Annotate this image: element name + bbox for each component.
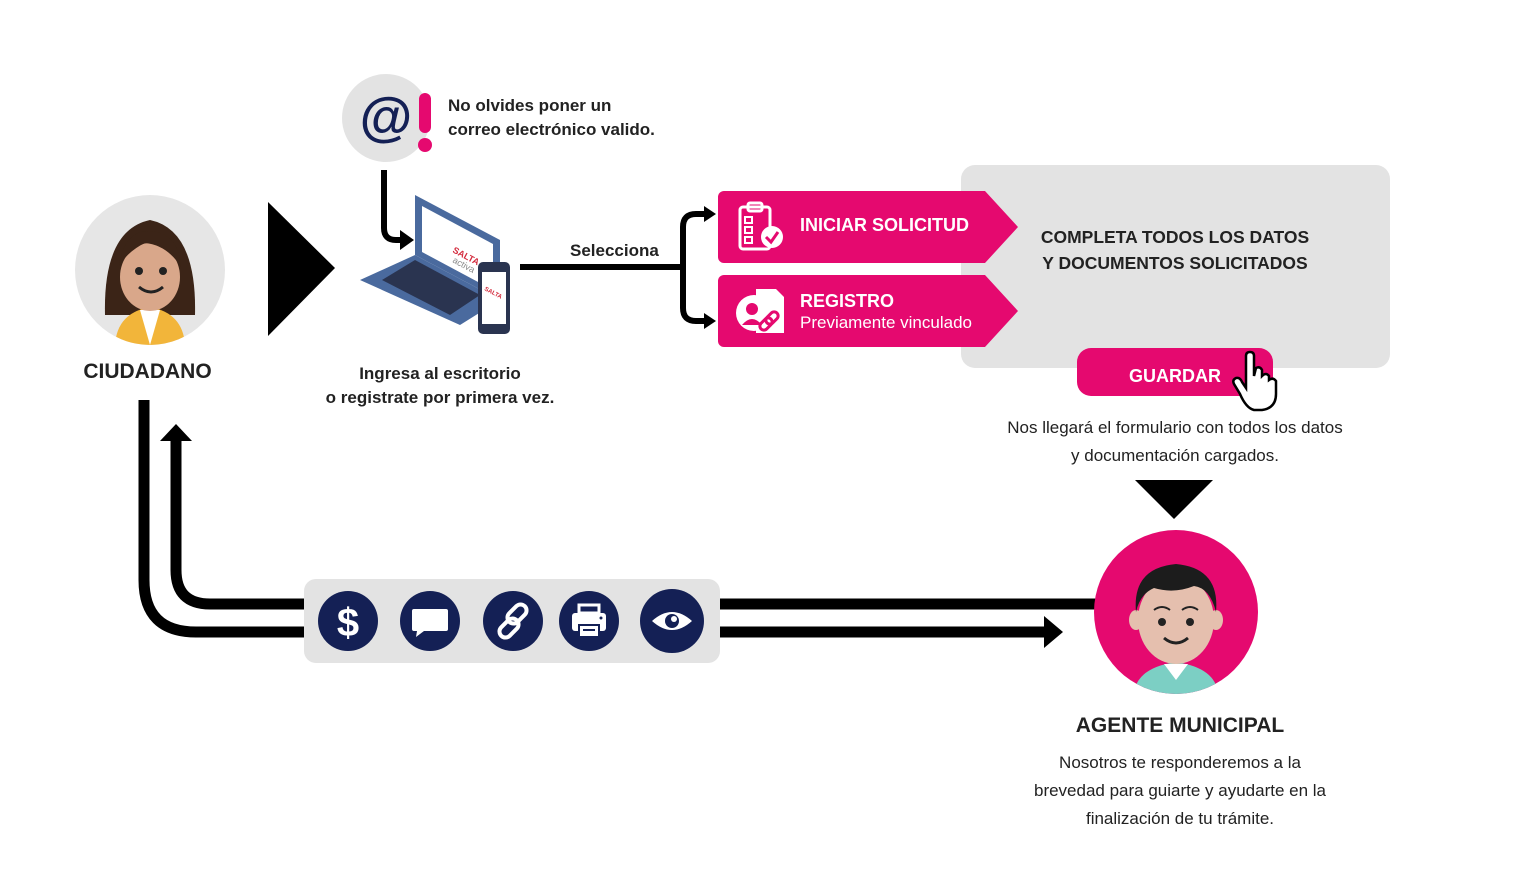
complete-panel	[961, 165, 1390, 368]
complete-line1: COMPLETA TODOS LOS DATOS	[1040, 227, 1310, 247]
eye-icon[interactable]	[640, 589, 704, 653]
iniciar-solicitud-button[interactable]: INICIAR SOLICITUD	[718, 191, 1018, 263]
agent-arrowhead	[1044, 616, 1063, 648]
printer-icon[interactable]	[559, 591, 619, 651]
select-label: Selecciona	[570, 241, 659, 260]
bracket-arrowhead-bottom	[704, 313, 716, 329]
option-title: INICIAR SOLICITUD	[800, 215, 969, 235]
email-warning: @	[342, 73, 438, 163]
option-title: REGISTRO	[800, 291, 895, 311]
dollar-icon[interactable]: $	[318, 591, 378, 651]
registro-button[interactable]: REGISTRO Previamente vinculado	[718, 275, 1018, 347]
email-down-arrow	[381, 170, 402, 243]
woman-avatar-icon	[75, 195, 225, 345]
chat-bubble-icon[interactable]	[400, 591, 460, 651]
svg-text:@: @	[360, 87, 413, 147]
form-received-text: Nos llegará el formulario con todos los …	[970, 414, 1380, 470]
bracket-arrowhead-top	[704, 206, 716, 222]
complete-instructions: COMPLETA TODOS LOS DATOS Y DOCUMENTOS SO…	[1005, 224, 1345, 276]
email-arrowhead	[400, 230, 414, 250]
link-icon[interactable]	[483, 591, 543, 651]
form-received-line2: y documentación cargados.	[1071, 446, 1279, 465]
portal-line1: Ingresa al escritorio	[359, 364, 521, 383]
citizen-label: CIUDADANO	[83, 360, 212, 383]
hand-pointer-icon	[1232, 350, 1284, 414]
down-arrow-form	[1135, 480, 1213, 519]
agent-line1: Nosotros te responderemos a la	[1059, 753, 1301, 772]
email-tip-text: No olvides poner un correo electrónico v…	[448, 94, 655, 142]
email-tip-line2: correo electrónico valido.	[448, 120, 655, 139]
portal-instructions: Ingresa al escritorio o registrate por p…	[290, 362, 590, 410]
agent-line2: brevedad para guiarte y ayudarte en la	[1033, 781, 1327, 800]
user-link-document-icon	[736, 289, 784, 333]
portal-line2: o registrate por primera vez.	[325, 388, 555, 407]
agent-line3: finalización de tu trámite.	[1085, 809, 1275, 828]
return-line-inner	[170, 440, 304, 610]
email-tip-line1: No olvides poner un	[448, 96, 612, 115]
agent-label: AGENTE MUNICIPAL	[1075, 714, 1285, 737]
portal-devices: SALTA activa SALTA	[360, 190, 515, 340]
actions-bar: $	[304, 579, 720, 663]
svg-text:$: $	[337, 601, 359, 645]
form-received-line1: Nos llegará el formulario con todos los …	[1007, 418, 1343, 437]
laptop-phone-icon: SALTA activa SALTA	[360, 195, 510, 334]
select-bracket	[680, 211, 707, 324]
complete-line2: Y DOCUMENTOS SOLICITADOS	[1042, 253, 1308, 273]
return-arrowhead	[160, 424, 192, 441]
agent-description: Nosotros te responderemos a la brevedad …	[990, 749, 1370, 833]
option-subtitle: Previamente vinculado	[800, 313, 972, 332]
man-avatar-icon	[1094, 530, 1258, 694]
return-line-outer	[138, 400, 304, 638]
agent-avatar	[1094, 530, 1258, 694]
at-sign-warning-icon: @	[342, 74, 432, 162]
clipboard-check-icon	[738, 201, 783, 251]
citizen-avatar	[75, 195, 225, 345]
flow-arrow-right	[268, 202, 335, 336]
